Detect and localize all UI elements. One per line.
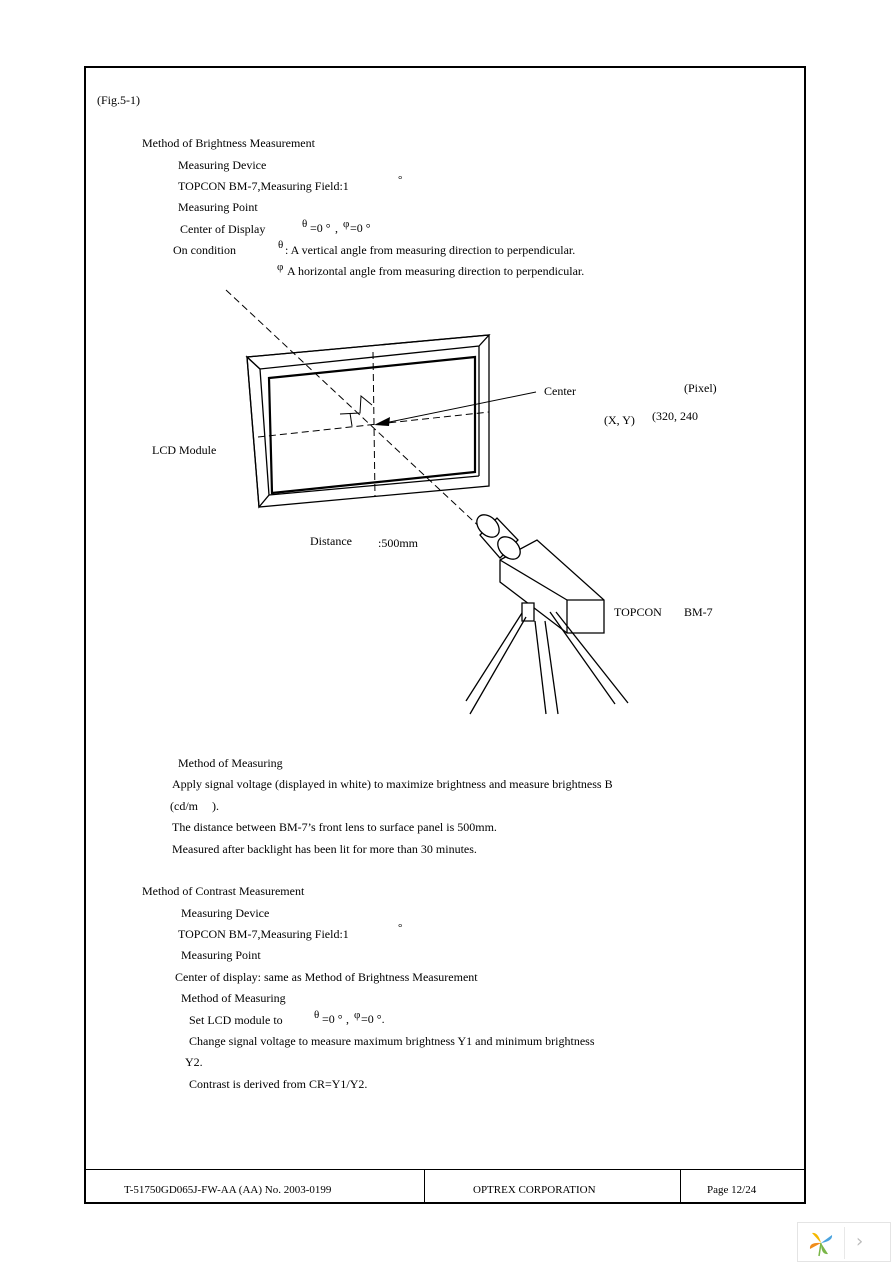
theta-description: : A vertical angle from measuring direct…: [285, 243, 576, 257]
contrast-theta-symbol: θ: [314, 1009, 320, 1021]
contrast-method-label: Method of Measuring: [181, 991, 286, 1005]
method-of-measuring-title: Method of Measuring: [178, 756, 283, 770]
footer-company: OPTREX CORPORATION: [473, 1184, 596, 1196]
contrast-formula-line: Contrast is derived from CR=Y1/Y2.: [189, 1077, 368, 1091]
footer-doc-number: T-51750GD065J-FW-AA (AA) No. 2003-0199: [124, 1184, 332, 1196]
pinwheel-logo-icon[interactable]: [806, 1229, 836, 1257]
theta-value: =0 °: [310, 221, 331, 235]
footer-separator-2: [680, 1169, 681, 1204]
distance-label: Distance: [310, 534, 352, 548]
brightness-device-degree: °: [398, 174, 403, 186]
contrast-center-line: Center of display: same as Method of Bri…: [175, 970, 478, 984]
horizontal-center-line: [257, 411, 490, 438]
lcd-module-label: LCD Module: [152, 443, 217, 457]
theta-desc-symbol: θ: [278, 239, 284, 251]
pixel-label: (Pixel): [684, 381, 717, 395]
contrast-measuring-point-label: Measuring Point: [181, 948, 261, 962]
page-frame: [84, 66, 806, 1204]
instrument-mount: [521, 602, 535, 622]
tripod-leg-left-b: [469, 616, 527, 715]
measuring-direction-line: [225, 289, 501, 547]
footer-page-number: Page 12/24: [707, 1184, 757, 1196]
lcd-active-area: [267, 355, 477, 495]
phi-symbol: φ: [343, 218, 350, 230]
contrast-measuring-device-label: Measuring Device: [181, 906, 270, 920]
tripod-leg-left-a: [465, 612, 523, 702]
method-line-2b: ).: [212, 799, 219, 813]
set-lcd-line: Set LCD module to: [189, 1013, 283, 1027]
contrast-title: Method of Contrast Measurement: [142, 884, 305, 898]
lcd-bezel-bottom-inner: [268, 475, 480, 496]
figure-label: (Fig.5-1): [97, 93, 140, 107]
method-line-2a: (cd/m: [170, 799, 198, 813]
contrast-device: TOPCON BM-7,Measuring Field:1: [178, 927, 349, 941]
nav-divider: [844, 1227, 845, 1259]
method-line-4: Measured after backlight has been lit fo…: [172, 842, 477, 856]
lcd-bezel-top: [245, 334, 491, 370]
distance-value: :500mm: [378, 536, 419, 550]
method-line-3: The distance between BM-7’s front lens t…: [172, 820, 497, 834]
coordinate-label: (320, 240: [652, 409, 698, 423]
contrast-theta-value: =0 °: [322, 1012, 343, 1026]
phi-desc-symbol: φ: [277, 261, 284, 273]
chevron-right-icon[interactable]: ›: [856, 1231, 864, 1252]
footer-separator-1: [424, 1169, 425, 1204]
change-signal-line-2: Y2.: [185, 1055, 203, 1069]
instrument-lens-rear: [497, 536, 521, 560]
footer-divider: [86, 1169, 806, 1170]
brightness-device: TOPCON BM-7,Measuring Field:1: [178, 179, 349, 193]
instrument-lens-front: [476, 514, 500, 538]
xy-label: (X, Y): [604, 413, 635, 427]
contrast-phi-symbol: φ: [354, 1009, 361, 1021]
center-arrow-line: [379, 391, 537, 425]
comma: ,: [335, 221, 338, 235]
phi-value: =0 °: [350, 221, 371, 235]
contrast-phi-value: =0 °.: [361, 1012, 385, 1026]
contrast-device-degree: °: [398, 922, 403, 934]
lcd-bezel-side: [246, 355, 270, 509]
instrument-body: [499, 539, 605, 634]
brightness-measuring-device-label: Measuring Device: [178, 158, 267, 172]
change-signal-line-1: Change signal voltage to measure maximum…: [189, 1034, 595, 1048]
angle-marker-tick: [349, 412, 353, 427]
tripod-leg-right-b: [555, 611, 629, 704]
brightness-title: Method of Brightness Measurement: [142, 136, 315, 150]
brightness-measuring-point-label: Measuring Point: [178, 200, 258, 214]
on-condition-label: On condition: [173, 243, 236, 257]
center-arrow-head: [374, 417, 390, 426]
contrast-comma: ,: [346, 1012, 349, 1026]
lcd-bezel-front: [246, 334, 490, 508]
method-line-1: Apply signal voltage (displayed in white…: [172, 777, 613, 791]
tripod-leg-center-a: [534, 620, 547, 715]
tripod-leg-center-b: [544, 620, 559, 715]
instrument-body-edge2: [499, 559, 568, 601]
tripod-leg-right-a: [549, 611, 616, 705]
instrument-model: BM-7: [684, 605, 713, 619]
page-nav-widget: ›: [797, 1222, 891, 1262]
center-of-display: Center of Display: [180, 222, 266, 236]
instrument-label: TOPCON: [614, 605, 662, 619]
phi-description: A horizontal angle from measuring direct…: [287, 264, 585, 278]
center-label: Center: [544, 384, 576, 398]
theta-symbol: θ: [302, 218, 308, 230]
